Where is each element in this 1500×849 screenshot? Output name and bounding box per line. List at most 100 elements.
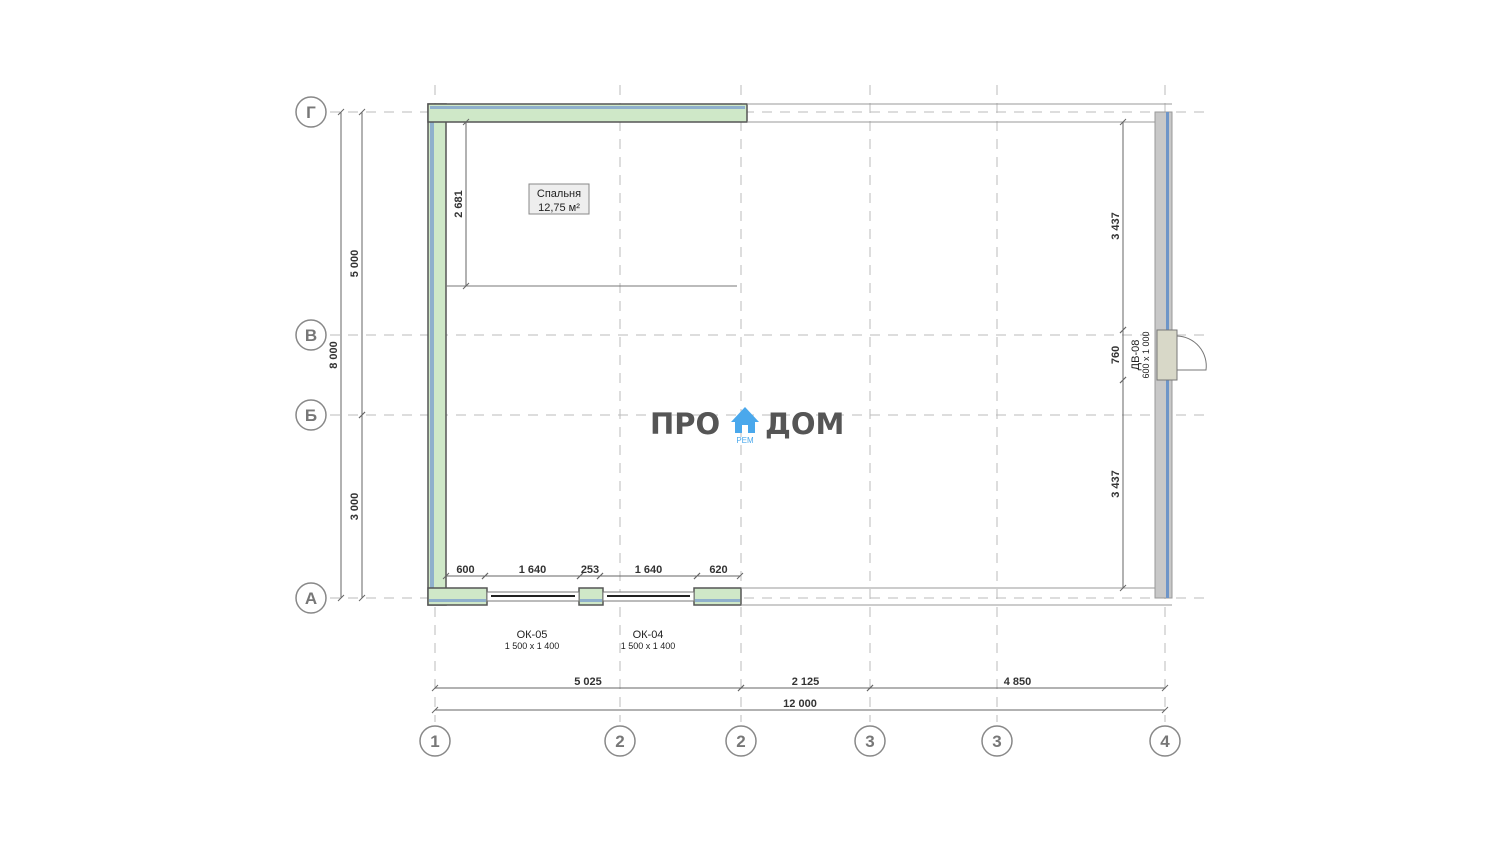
- dim-tick: [337, 594, 345, 602]
- dim-tick: [576, 572, 584, 580]
- dim-text: 3 437: [1110, 212, 1122, 240]
- dimension-vertical: 3 000: [349, 411, 366, 602]
- dim-text: 5 000: [349, 250, 361, 278]
- dimension-vertical: 3 437: [1110, 118, 1127, 334]
- axis-circle: [725, 725, 757, 757]
- dim-text: 12 000: [783, 698, 817, 710]
- axis-marker: 3: [981, 725, 1013, 757]
- axis-circle: [854, 725, 886, 757]
- dimension-vertical: 8 000: [328, 108, 345, 602]
- dimension-horizontal: 2 125: [737, 676, 874, 692]
- dim-tick: [1119, 118, 1127, 126]
- dim-tick: [442, 572, 450, 580]
- dim-text: 600: [456, 564, 474, 576]
- wall-left: [427, 103, 447, 606]
- dim-tick: [462, 118, 470, 126]
- door-dv-08: [1156, 329, 1207, 381]
- wall-body: [693, 587, 742, 606]
- axis-label: 4: [1160, 732, 1170, 751]
- wall-top: [427, 103, 748, 123]
- dimension-horizontal: 5 025: [431, 676, 745, 692]
- dim-tick: [431, 706, 439, 714]
- wall-body: [427, 587, 488, 606]
- dimension-horizontal: 1 640: [596, 564, 701, 580]
- axis-label: 2: [615, 732, 624, 751]
- axis-marker: 2: [725, 725, 757, 757]
- dim-tick: [358, 594, 366, 602]
- svg-text:ПРО: ПРО: [650, 407, 720, 441]
- dim-tick: [337, 108, 345, 116]
- dimension-vertical: 3 437: [1110, 376, 1127, 592]
- dim-text: 4 850: [1004, 676, 1032, 688]
- dim-tick: [1161, 684, 1169, 692]
- svg-text:1 500 x 1 400: 1 500 x 1 400: [621, 641, 676, 651]
- room-area: 12,75 м²: [538, 202, 580, 214]
- wall-layer: [430, 106, 434, 603]
- dim-tick: [737, 684, 745, 692]
- axis-circle: [1149, 725, 1181, 757]
- dim-tick: [462, 282, 470, 290]
- dimension-horizontal: 12 000: [431, 698, 1169, 714]
- axis-marker: А: [295, 582, 327, 614]
- wall-bottom-segment: [693, 587, 742, 606]
- axis-circle: [981, 725, 1013, 757]
- axis-marker: В: [295, 319, 327, 351]
- svg-text:ОК-04: ОК-04: [633, 629, 664, 641]
- dim-text: 760: [1110, 346, 1122, 364]
- door-frame: [1156, 329, 1178, 381]
- dim-tick: [431, 684, 439, 692]
- dim-text: 5 025: [574, 676, 602, 688]
- dim-text: 3 437: [1110, 470, 1122, 498]
- wall-layer: [429, 599, 486, 602]
- dimension-vertical: 2 681: [453, 118, 470, 290]
- dim-tick: [358, 411, 366, 419]
- svg-text:РЕМ: РЕМ: [736, 436, 754, 445]
- dim-text: 8 000: [328, 341, 340, 369]
- wall-layer: [695, 599, 740, 602]
- axis-label: Б: [305, 406, 317, 425]
- window: [486, 591, 580, 602]
- dimension-vertical: 760: [1110, 326, 1127, 384]
- axis-markers: 1 2 2 3 3 4 Г В Б А: [295, 96, 1181, 757]
- dim-text: 253: [581, 564, 599, 576]
- wall-layer: [580, 599, 602, 602]
- dim-tick: [1119, 584, 1127, 592]
- house-icon: [731, 407, 759, 433]
- axis-label: В: [305, 326, 317, 345]
- axis-label: 3: [992, 732, 1001, 751]
- window-ok-05-label: ОК-05 1 500 x 1 400: [505, 629, 560, 651]
- axis-marker: Б: [295, 399, 327, 431]
- dimension-lines: 2 681 8 000 5 000 3 000 3 437 760 3 437 5 025 2 …: [328, 108, 1169, 714]
- axis-grid-lines: [330, 85, 1205, 722]
- axis-marker: 1: [419, 725, 451, 757]
- dim-tick: [866, 684, 874, 692]
- svg-text:ОК-05: ОК-05: [517, 629, 548, 641]
- svg-text:1 500 x 1 400: 1 500 x 1 400: [505, 641, 560, 651]
- svg-text:ДВ-08: ДВ-08: [1130, 340, 1142, 371]
- axis-label: 3: [865, 732, 874, 751]
- axis-circle: [604, 725, 636, 757]
- axis-label: А: [305, 589, 317, 608]
- dim-text: 2 125: [792, 676, 820, 688]
- axis-label: 1: [430, 732, 439, 751]
- dim-tick: [596, 572, 604, 580]
- dimension-horizontal: 620: [693, 564, 744, 580]
- axis-marker: Г: [295, 96, 327, 128]
- axis-circle: [419, 725, 451, 757]
- dim-tick: [736, 572, 744, 580]
- wall-body: [578, 587, 604, 606]
- svg-text:600 x 1 000: 600 x 1 000: [1141, 331, 1151, 378]
- dimension-vertical: 5 000: [349, 108, 366, 419]
- dimension-horizontal: 600: [442, 564, 489, 580]
- dim-tick: [358, 108, 366, 116]
- axis-marker: 2: [604, 725, 636, 757]
- axis-circle: [295, 96, 327, 128]
- walls: [427, 103, 1207, 606]
- wall-bottom-segment: [578, 587, 604, 606]
- dim-tick: [481, 572, 489, 580]
- axis-circle: [295, 582, 327, 614]
- axis-label: 2: [736, 732, 745, 751]
- dim-text: 1 640: [519, 564, 547, 576]
- window: [602, 591, 695, 602]
